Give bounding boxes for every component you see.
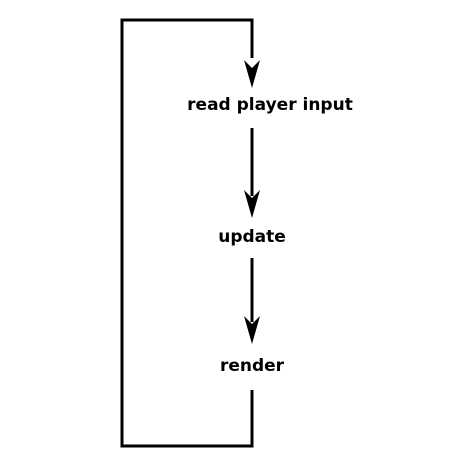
arrowhead-into-render: [244, 316, 260, 344]
loop-back-edge: [120, 18, 254, 448]
arrowhead-into-update: [244, 190, 260, 218]
node-update: update: [218, 227, 286, 247]
arrowhead-into-read-input: [244, 60, 260, 88]
node-read-player-input: read player input: [187, 95, 353, 115]
node-render: render: [219, 356, 285, 376]
